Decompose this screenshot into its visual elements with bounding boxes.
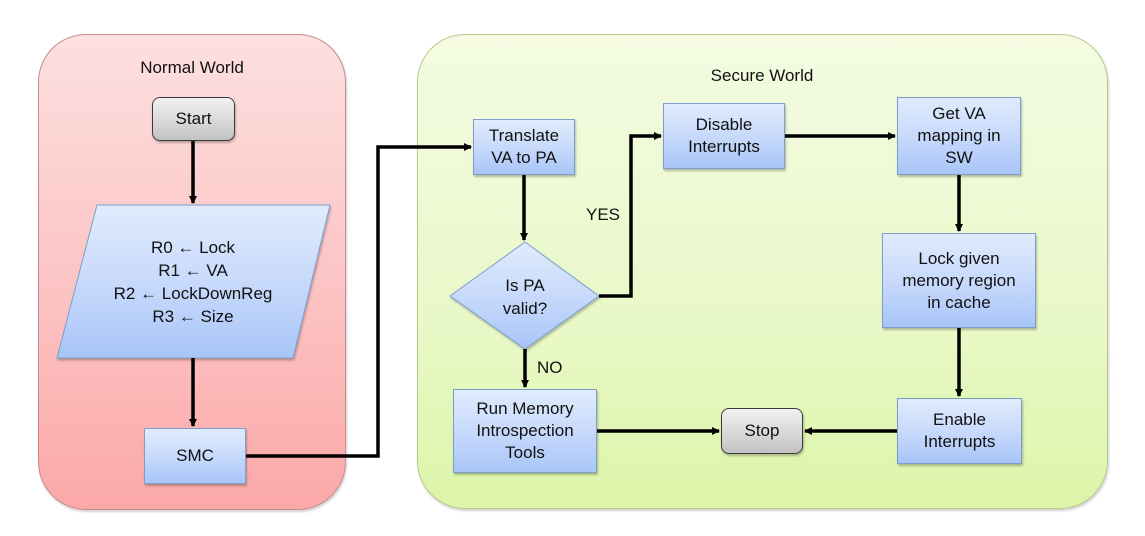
translate-va-to-pa-node[interactable]: Translate VA to PA xyxy=(473,119,575,175)
is-pa-valid-node-text[interactable]: Is PA valid? xyxy=(502,276,548,318)
secure-world-title: Secure World xyxy=(710,66,814,85)
arrow-yes-to-disable xyxy=(599,132,662,298)
run-memory-introspection-node[interactable]: Run Memory Introspection Tools xyxy=(453,389,597,473)
enable-interrupts-node[interactable]: Enable Interrupts xyxy=(897,398,1022,464)
no-edge-label: NO xyxy=(537,358,563,377)
get-va-mapping-node[interactable]: Get VA mapping in SW xyxy=(897,97,1021,175)
normal-world-title: Normal World xyxy=(140,58,244,77)
arrow-smc-to-translate xyxy=(246,143,472,458)
lock-memory-region-node[interactable]: Lock given memory region in cache xyxy=(882,233,1036,328)
disable-interrupts-node[interactable]: Disable Interrupts xyxy=(663,103,785,169)
start-node[interactable]: Start xyxy=(152,97,235,141)
yes-edge-label: YES xyxy=(586,205,621,224)
registers-node-text[interactable]: R0 ← Lock R1 ← VA R2 ← LockDownReg R3 ← … xyxy=(113,238,273,326)
smc-node[interactable]: SMC xyxy=(144,428,246,484)
registers-parallelogram xyxy=(56,204,331,359)
stop-node[interactable]: Stop xyxy=(721,408,803,454)
